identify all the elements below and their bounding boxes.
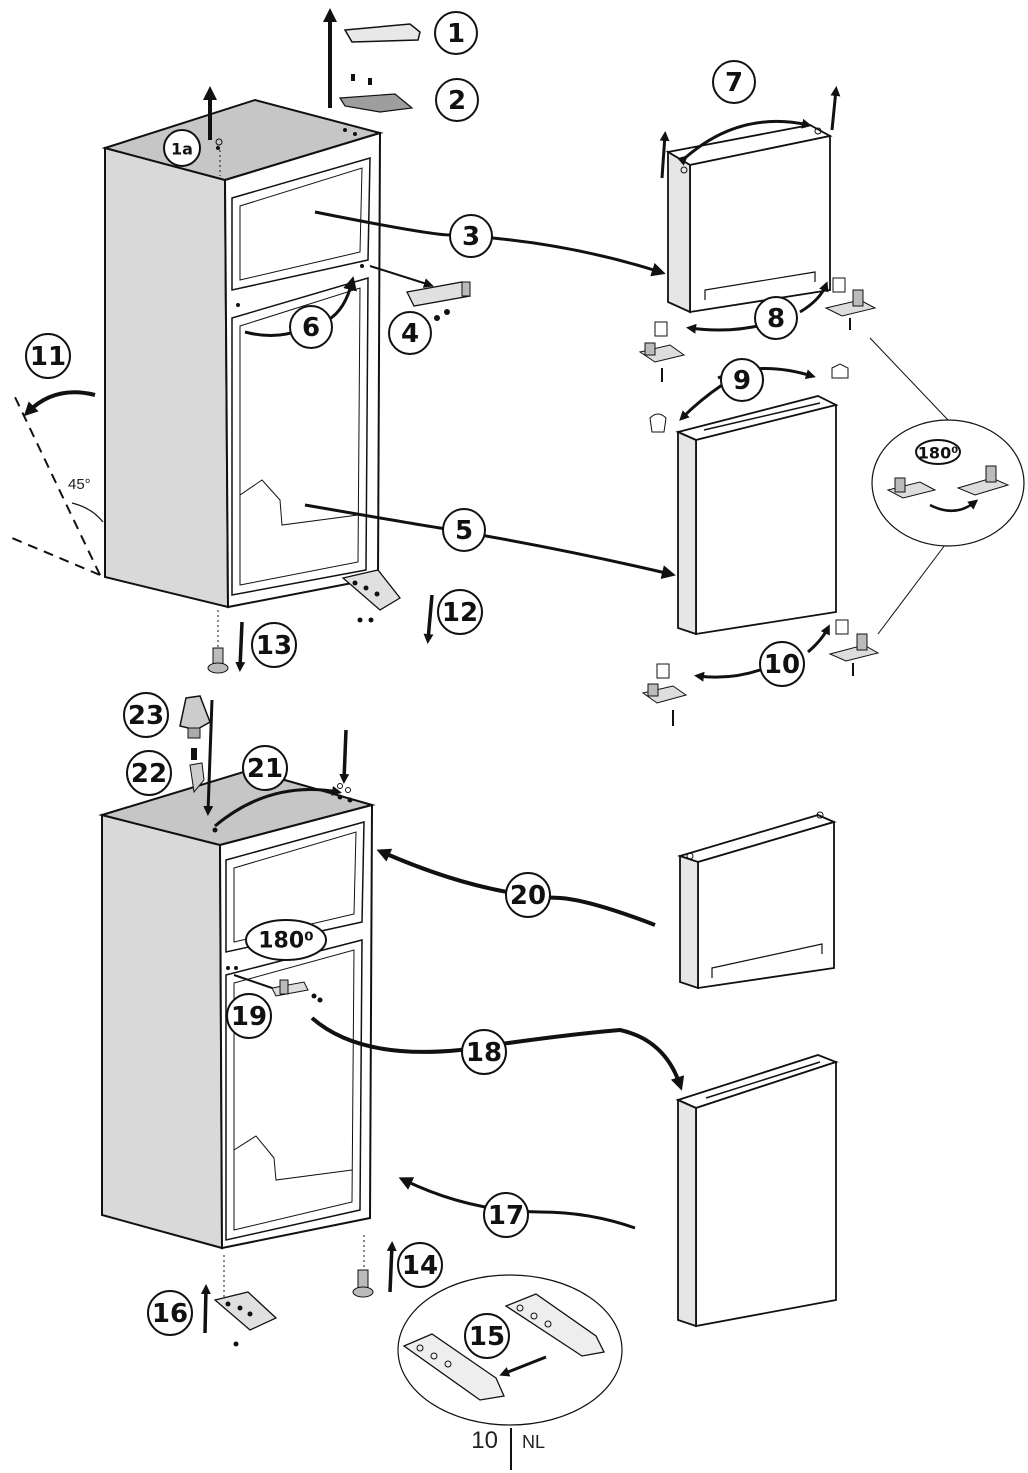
svg-text:23: 23 — [128, 701, 164, 731]
svg-text:21: 21 — [247, 754, 283, 784]
svg-text:7: 7 — [725, 68, 743, 98]
fridge-door-hinge-pins — [641, 619, 880, 726]
svg-text:5: 5 — [455, 516, 473, 546]
callout-21: 21 — [242, 745, 288, 791]
callout-17: 17 — [483, 1192, 529, 1238]
freezer-door-hinge-pins — [638, 277, 877, 382]
callout-19: 19 — [226, 993, 272, 1039]
rotation-label-main: 180⁰ — [258, 929, 314, 954]
callout-5: 5 — [442, 508, 486, 552]
bottom-hinge-top — [341, 569, 434, 644]
svg-text:13: 13 — [256, 631, 292, 661]
fridge-top-front-frame — [223, 131, 382, 609]
svg-text:4: 4 — [401, 319, 419, 349]
fridge-bottom-side-panel — [101, 813, 224, 1250]
svg-text:8: 8 — [767, 304, 785, 334]
callout-23: 23 — [123, 692, 169, 738]
callout-15: 15 — [464, 1313, 510, 1359]
tilt-angle-indicator: 45° — [11, 390, 104, 576]
callout-7: 7 — [712, 60, 756, 104]
svg-text:3: 3 — [462, 222, 480, 252]
page-footer: 10 NL — [471, 1427, 545, 1470]
svg-text:17: 17 — [488, 1201, 524, 1231]
svg-text:11: 11 — [30, 342, 66, 372]
callout-20: 20 — [505, 872, 551, 918]
callout-11: 11 — [25, 333, 71, 379]
fridge-door-removed — [649, 363, 849, 636]
svg-text:10: 10 — [764, 650, 800, 680]
top-hinge-plate — [338, 74, 414, 113]
angle-label: 45° — [68, 476, 91, 493]
bottom-hinge-detail — [397, 1274, 623, 1426]
callout-6: 6 — [289, 305, 333, 349]
svg-text:14: 14 — [402, 1251, 438, 1281]
callout-9: 9 — [720, 358, 764, 402]
top-hinge-cover — [323, 8, 421, 108]
callout-10: 10 — [759, 641, 805, 687]
middle-hinge-reinstall — [233, 974, 323, 1003]
svg-text:2: 2 — [448, 86, 466, 116]
callout-22: 22 — [126, 750, 172, 796]
page-number: 10 — [471, 1427, 498, 1454]
svg-text:18: 18 — [466, 1038, 502, 1068]
fridge-top-side-panel — [104, 146, 230, 609]
hinge-screw-1a — [203, 86, 223, 176]
svg-text:15: 15 — [469, 1322, 505, 1352]
bottom-hinge-reinstall — [200, 1255, 278, 1347]
svg-text:16: 16 — [152, 1299, 188, 1329]
callout-numbers: 1 1a 2 3 4 5 6 7 8 9 10 11 12 13 14 15 1… — [25, 11, 805, 1359]
callout-8: 8 — [754, 296, 798, 340]
callout-18: 18 — [461, 1029, 507, 1075]
freezer-door-removed — [659, 86, 841, 314]
pin-rotation-detail: 180⁰ — [869, 337, 1025, 635]
svg-text:20: 20 — [510, 881, 546, 911]
svg-text:12: 12 — [442, 598, 478, 628]
freezer-door-reinstall — [677, 811, 837, 990]
fridge-bottom-front-frame — [218, 803, 374, 1250]
middle-hinge — [369, 265, 472, 321]
callout-1a: 1a — [163, 129, 201, 167]
svg-text:19: 19 — [231, 1002, 267, 1032]
svg-text:1a: 1a — [171, 140, 193, 159]
svg-text:6: 6 — [302, 313, 320, 343]
callout-1: 1 — [434, 11, 478, 55]
adjustable-foot-top — [207, 610, 246, 674]
fridge-top-assembly — [101, 98, 384, 609]
callout-16: 16 — [147, 1290, 193, 1336]
callout-2: 2 — [435, 78, 479, 122]
callout-4: 4 — [388, 311, 432, 355]
language-code: NL — [522, 1432, 545, 1452]
top-hinge-cap-reinstall — [179, 695, 351, 828]
rotation-label-small: 180⁰ — [918, 444, 958, 463]
fridge-bottom-assembly — [98, 768, 376, 1250]
svg-text:1: 1 — [447, 19, 465, 49]
callout-3: 3 — [449, 214, 493, 258]
adjustable-foot-reinstall — [352, 1235, 397, 1298]
callout-14: 14 — [397, 1242, 443, 1288]
callout-13: 13 — [251, 622, 297, 668]
fridge-door-reinstall — [675, 1054, 839, 1328]
callout-12: 12 — [437, 589, 483, 635]
svg-text:9: 9 — [733, 366, 751, 396]
svg-text:22: 22 — [131, 759, 167, 789]
